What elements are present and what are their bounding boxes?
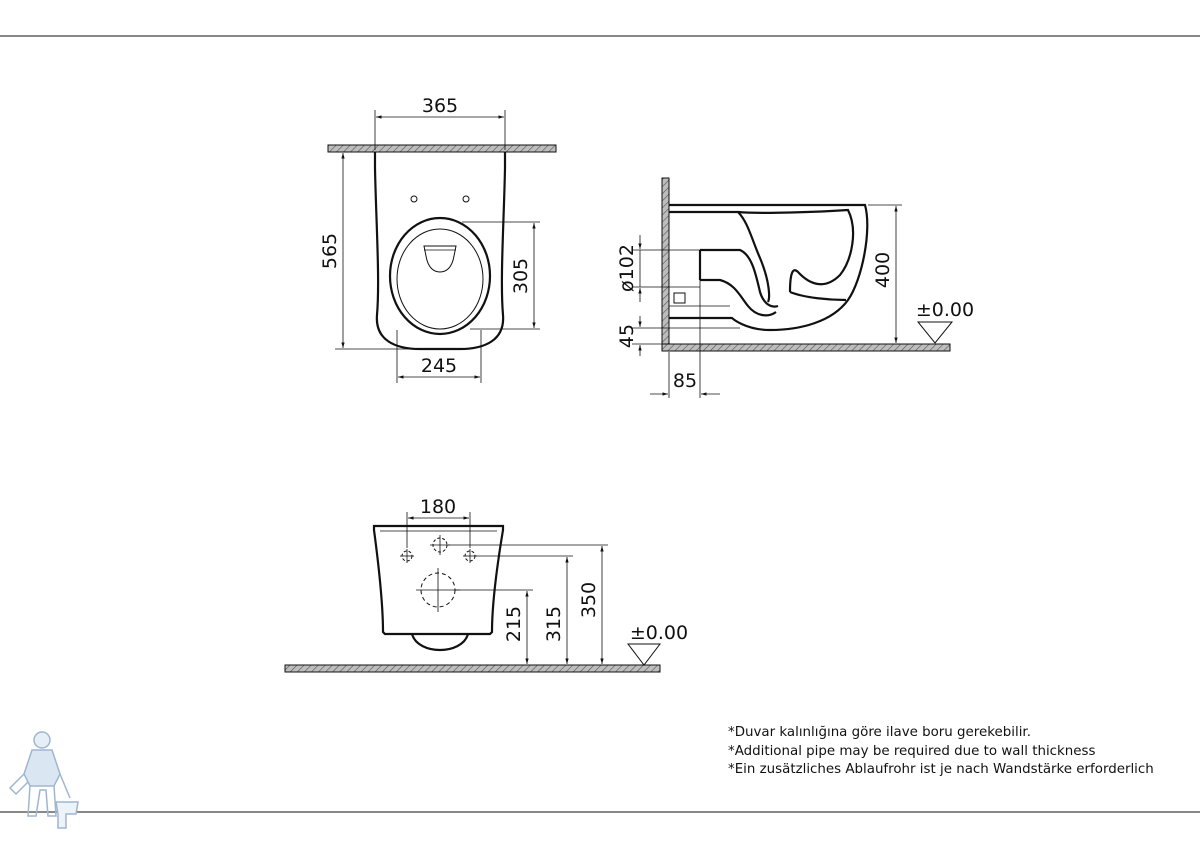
dim-bolt-high-height: 350 xyxy=(578,582,600,618)
note-german: *Ein zusätzliches Ablaufrohr ist je nach… xyxy=(728,762,1154,777)
dim-width-overall: 365 xyxy=(422,95,458,117)
dim-depth-overall: 565 xyxy=(319,233,341,269)
top-view-seat-inner xyxy=(396,228,484,330)
dim-pipe-offset: 45 xyxy=(616,324,638,348)
plumber-mascot-icon xyxy=(6,728,82,837)
rear-view-floor xyxy=(284,664,661,673)
rear-view-bolt-center xyxy=(430,535,450,555)
dim-outlet-height: 215 xyxy=(503,606,525,642)
note-turkish: *Duvar kalınlığına göre ilave boru gerek… xyxy=(728,725,1031,740)
top-view: 365 565 305 245 xyxy=(319,95,557,383)
note-english: *Additional pipe may be required due to … xyxy=(728,743,1096,759)
dim-seat-opening: 305 xyxy=(510,258,532,294)
side-view-wall xyxy=(661,177,670,345)
dim-pipe-diameter: ø102 xyxy=(616,244,638,292)
top-view-bolt-left xyxy=(410,195,418,203)
rear-view-bolt-left xyxy=(400,549,414,563)
top-view-wall xyxy=(327,144,557,153)
dim-rim-height: 400 xyxy=(872,252,894,288)
rear-view: 180 215 315 350 ±0.00 xyxy=(284,496,688,673)
rear-view-bolt-right xyxy=(463,549,477,563)
side-view: 400 ±0.00 ø102 45 85 xyxy=(616,177,974,398)
installation-notes: *Duvar kalınlığına göre ilave boru gerek… xyxy=(728,724,1154,780)
side-view-outlet-marker xyxy=(673,292,686,304)
dim-bolt-spacing: 180 xyxy=(420,496,456,518)
side-view-floor-level: ±0.00 xyxy=(916,299,974,321)
top-view-seat-outer xyxy=(388,216,492,336)
top-view-drain xyxy=(423,245,457,273)
side-view-floor xyxy=(661,343,951,352)
top-view-bowl-outline xyxy=(373,152,507,351)
top-view-bolt-right xyxy=(462,195,470,203)
rear-view-floor-level: ±0.00 xyxy=(630,622,688,644)
dim-wall-offset: 85 xyxy=(673,370,697,392)
rear-view-outlet xyxy=(416,568,460,612)
side-view-bowl-outer xyxy=(669,203,869,332)
dim-bolt-low-height: 315 xyxy=(543,606,565,642)
rear-view-body-outline xyxy=(372,524,505,636)
dim-bottom-width: 245 xyxy=(421,355,457,377)
